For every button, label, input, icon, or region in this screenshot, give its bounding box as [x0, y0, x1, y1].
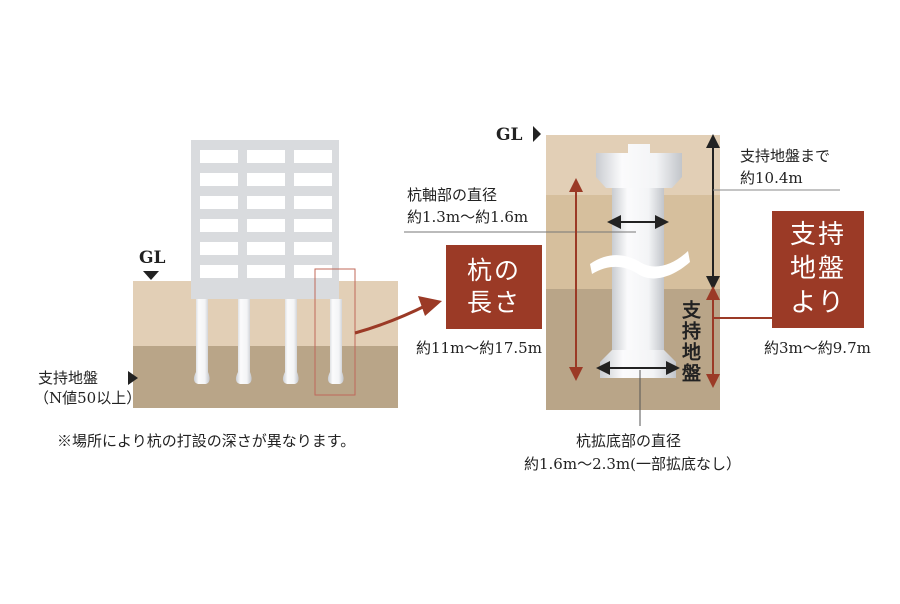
bearing-callout-line3: より: [790, 288, 846, 318]
building-window: [247, 265, 285, 278]
bearing-marker-left: [128, 371, 138, 385]
building-window: [247, 196, 285, 209]
left-ground: [133, 281, 398, 408]
building-window: [200, 150, 238, 163]
building-window: [294, 265, 332, 278]
to-bearing-value: 約10.4m: [740, 169, 803, 187]
building-window: [247, 219, 285, 232]
base-diameter-value: 約1.6m～2.3m(一部拡底なし）: [524, 455, 742, 473]
building-window: [200, 242, 238, 255]
building-window: [200, 173, 238, 186]
gl-label-left: GL: [139, 248, 166, 268]
bearing-vertical-label: 支持地盤: [679, 300, 701, 384]
shaft-diameter-title: 杭軸部の直径: [407, 186, 498, 204]
left-piles: [193, 299, 344, 384]
building-window: [247, 242, 285, 255]
pile-length-value: 約11m～約17.5m: [416, 339, 542, 357]
bearing-callout-line2: 地盤: [789, 254, 846, 284]
building-window: [247, 150, 285, 163]
connector-arrow: [354, 296, 442, 335]
building-window: [294, 219, 332, 232]
building-window: [294, 196, 332, 209]
building-window: [200, 219, 238, 232]
to-bearing-title: 支持地盤まで: [740, 147, 831, 165]
gl-marker-right: [533, 126, 541, 142]
building-window: [247, 173, 285, 186]
building-window: [200, 265, 238, 278]
building-window: [294, 173, 332, 186]
bearing-layer-sub: （N値50以上）: [34, 389, 142, 407]
building-window: [294, 150, 332, 163]
bearing-callout-line1: 支持: [789, 220, 846, 250]
pile-length-callout-line1: 杭の: [466, 256, 521, 285]
gl-marker-left: [143, 271, 159, 280]
building-window: [294, 242, 332, 255]
bearing-layer-label: 支持地盤: [38, 369, 99, 387]
base-diameter-title: 杭拡底部の直径: [576, 432, 682, 450]
bearing-depth-value: 約3m～約9.7m: [764, 339, 871, 357]
building-window: [200, 196, 238, 209]
building: [191, 140, 339, 299]
shaft-diameter-value: 約1.3m～約1.6m: [407, 208, 529, 226]
gl-label-right: GL: [496, 125, 523, 145]
pile-length-callout: 杭の 長さ: [446, 245, 542, 329]
depth-note: ※場所により杭の打設の深さが異なります。: [57, 432, 356, 450]
pile-length-callout-line2: 長さ: [466, 288, 521, 317]
bearing-callout: 支持 地盤 より: [772, 211, 864, 328]
